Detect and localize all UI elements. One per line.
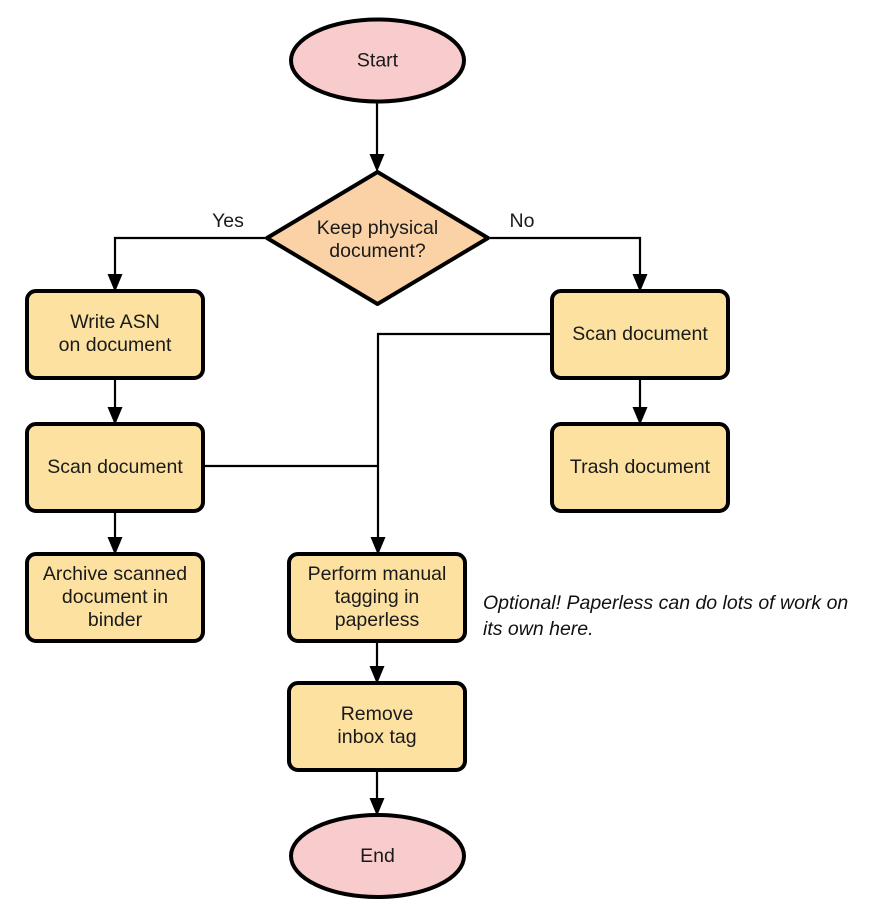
edge-scan-right-to-trash <box>632 378 648 425</box>
annotation-line1: Optional! Paperless can do lots of work … <box>483 592 848 614</box>
write-asn-label-line1: Write ASN <box>70 311 160 333</box>
tagging-label-line1: Perform manual <box>308 563 447 585</box>
edge-scan-left-to-archive <box>107 511 123 555</box>
node-scan-document-left[interactable]: Scan document <box>25 422 205 513</box>
tagging-label-line3: paperless <box>335 609 420 631</box>
edge-decision-no-to-scan-right <box>490 236 648 292</box>
edge-label-yes: Yes <box>212 210 244 232</box>
edge-tagging-to-remove-inbox <box>369 641 385 684</box>
node-scan-document-right[interactable]: Scan document <box>550 289 730 380</box>
scan-document-right-label: Scan document <box>572 323 708 345</box>
node-remove-inbox-tag[interactable]: Remove inbox tag <box>287 681 467 772</box>
trash-document-label: Trash document <box>570 456 711 478</box>
edge-write-asn-to-scan-left <box>107 378 123 425</box>
write-asn-label-line2: on document <box>59 334 172 356</box>
node-archive-scanned-document[interactable]: Archive scanned document in binder <box>25 552 205 643</box>
node-start[interactable]: Start <box>289 17 466 104</box>
node-trash-document[interactable]: Trash document <box>550 422 730 513</box>
annotation-optional-note: Optional! Paperless can do lots of work … <box>483 592 848 640</box>
scan-document-left-box-shape <box>25 422 205 513</box>
archive-label-line2: document in <box>62 586 168 608</box>
archive-label-line3: binder <box>88 609 143 631</box>
tagging-box-shape <box>287 552 467 643</box>
node-perform-manual-tagging[interactable]: Perform manual tagging in paperless <box>287 552 467 643</box>
edge-remove-inbox-to-end <box>369 770 385 816</box>
remove-inbox-box-shape <box>287 681 467 772</box>
remove-inbox-label-line1: Remove <box>341 703 414 725</box>
tagging-label-line2: tagging in <box>335 586 420 608</box>
start-label: Start <box>357 50 399 72</box>
edge-label-no: No <box>510 210 535 232</box>
scan-document-right-box-shape <box>550 289 730 380</box>
annotation-line2: its own here. <box>483 618 594 640</box>
scan-document-left-label: Scan document <box>47 456 183 478</box>
node-end[interactable]: End <box>289 813 466 899</box>
decision-diamond-shape <box>265 170 490 306</box>
node-decision-keep-physical-document[interactable]: Keep physical document? <box>265 170 490 306</box>
end-ellipse-shape <box>289 813 466 899</box>
edge-start-to-decision <box>369 103 385 172</box>
trash-document-box-shape <box>550 422 730 513</box>
write-asn-box-shape <box>25 289 205 380</box>
decision-label-line2: document? <box>329 240 426 262</box>
start-ellipse-shape <box>289 17 466 104</box>
edge-decision-yes-to-write-asn <box>107 236 265 292</box>
end-label: End <box>360 845 395 867</box>
decision-label-line1: Keep physical <box>317 217 438 239</box>
node-write-asn-on-document[interactable]: Write ASN on document <box>25 289 205 380</box>
edge-scan-right-to-tagging <box>370 332 552 555</box>
remove-inbox-label-line2: inbox tag <box>337 726 416 748</box>
archive-label-line1: Archive scanned <box>43 563 187 585</box>
archive-box-shape <box>25 552 205 643</box>
